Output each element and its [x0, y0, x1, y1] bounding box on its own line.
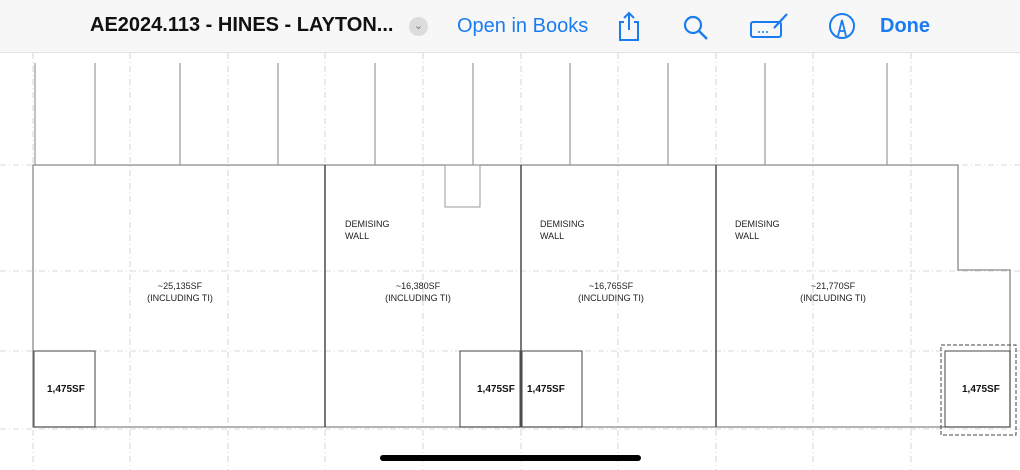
document-title[interactable]: AE2024.113 - HINES - LAYTON... [90, 14, 394, 36]
unit-area-label: ~21,770SF(INCLUDING TI) [800, 281, 866, 303]
markup-icon[interactable] [748, 10, 790, 42]
floor-plan [0, 53, 1020, 470]
toolbar: AE2024.113 - HINES - LAYTON... ⌄ Open in… [0, 0, 1020, 53]
home-indicator[interactable] [380, 455, 641, 461]
unit-area-label: ~25,135SF(INCLUDING TI) [147, 281, 213, 303]
done-button[interactable]: Done [880, 15, 930, 37]
chevron-down-icon[interactable]: ⌄ [409, 17, 428, 36]
office-area-label: 1,475SF [527, 384, 565, 395]
search-icon[interactable] [681, 10, 711, 42]
office-area-label: 1,475SF [962, 384, 1000, 395]
office-area-label: 1,475SF [477, 384, 515, 395]
unit-area-label: ~16,765SF(INCLUDING TI) [578, 281, 644, 303]
open-in-books-button[interactable]: Open in Books [457, 15, 589, 37]
office-area-label: 1,475SF [47, 384, 85, 395]
share-icon[interactable] [616, 10, 642, 42]
unit-area-label: ~16,380SF(INCLUDING TI) [385, 281, 451, 303]
pen-icon[interactable] [826, 10, 858, 42]
